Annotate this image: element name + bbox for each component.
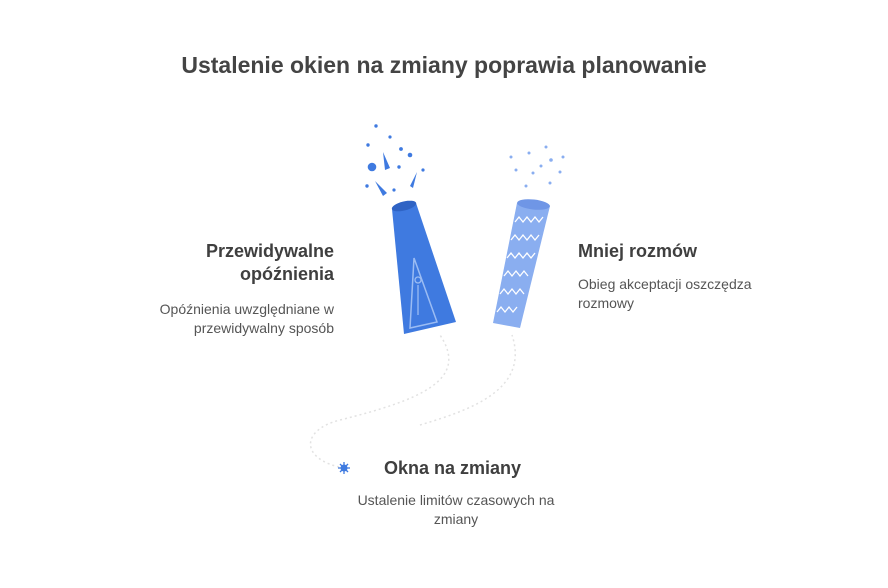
solid-popper-icon [391, 200, 456, 334]
predictable-delays-heading: Przewidywalne opóźnienia [205, 241, 334, 284]
predictable-delays-description: Opóźnienia uwzględniane w przewidywalny … [159, 301, 334, 336]
fewer-conversations-description: Obieg akceptacji oszczędza rozmowy [578, 276, 752, 311]
left-confetti-icon [365, 124, 425, 196]
patterned-popper-icon [493, 199, 550, 328]
right-confetti-icon [509, 145, 565, 188]
fewer-conversations-heading: Mniej rozmów [578, 241, 698, 261]
spark-icon [338, 462, 350, 474]
change-windows-heading: Okna na zmiany [384, 458, 522, 478]
diagram-title: Ustalenie okien na zmiany poprawia plano… [181, 52, 707, 78]
dotted-trail [309, 334, 516, 469]
change-windows-description: Ustalenie limitów czasowych na zmiany [357, 492, 555, 527]
